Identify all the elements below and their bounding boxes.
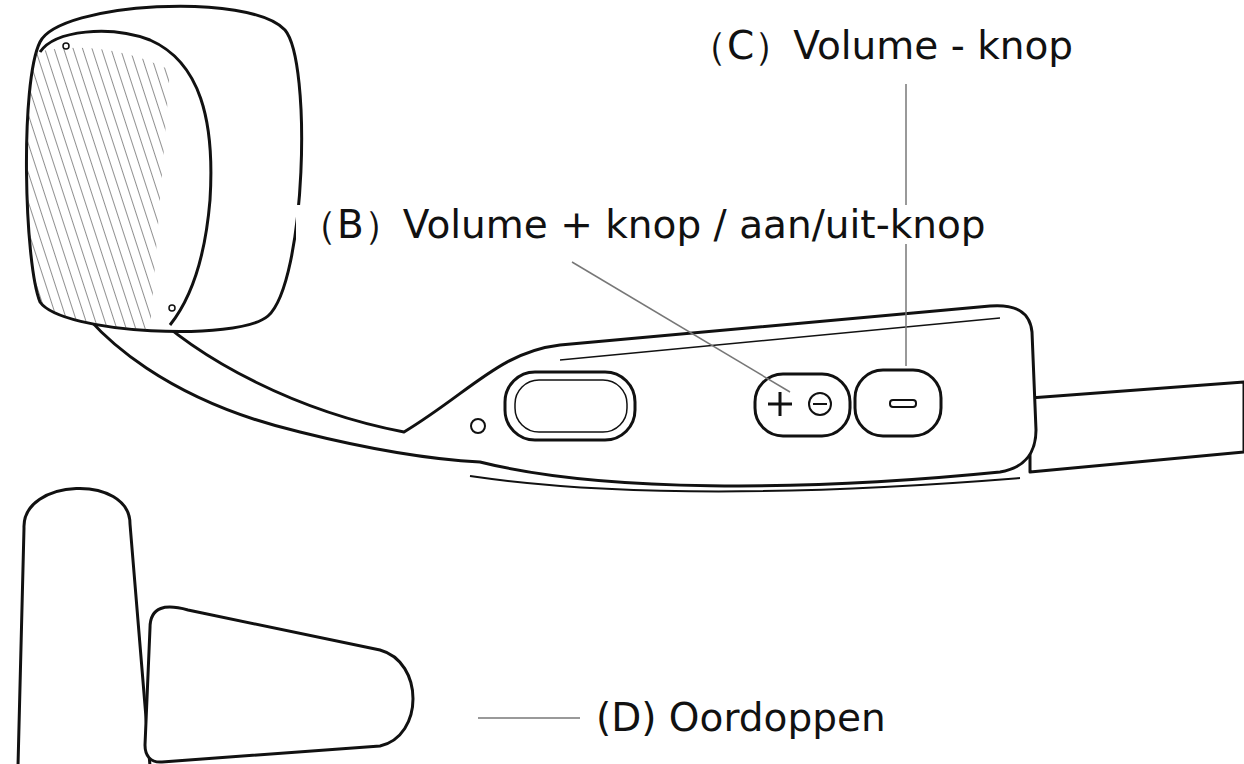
pod-details [40,31,211,325]
pod-texture [10,48,170,330]
callout-label: （B）Volume + knop / aan/uit-knop [296,205,988,244]
buttons [471,370,941,440]
leader-lines [478,84,906,718]
callout-label: (D) Oordoppen [594,698,888,737]
callout-label: （C）Volume - knop [686,26,1075,65]
headset-body [26,6,1244,491]
earplugs [18,488,413,764]
